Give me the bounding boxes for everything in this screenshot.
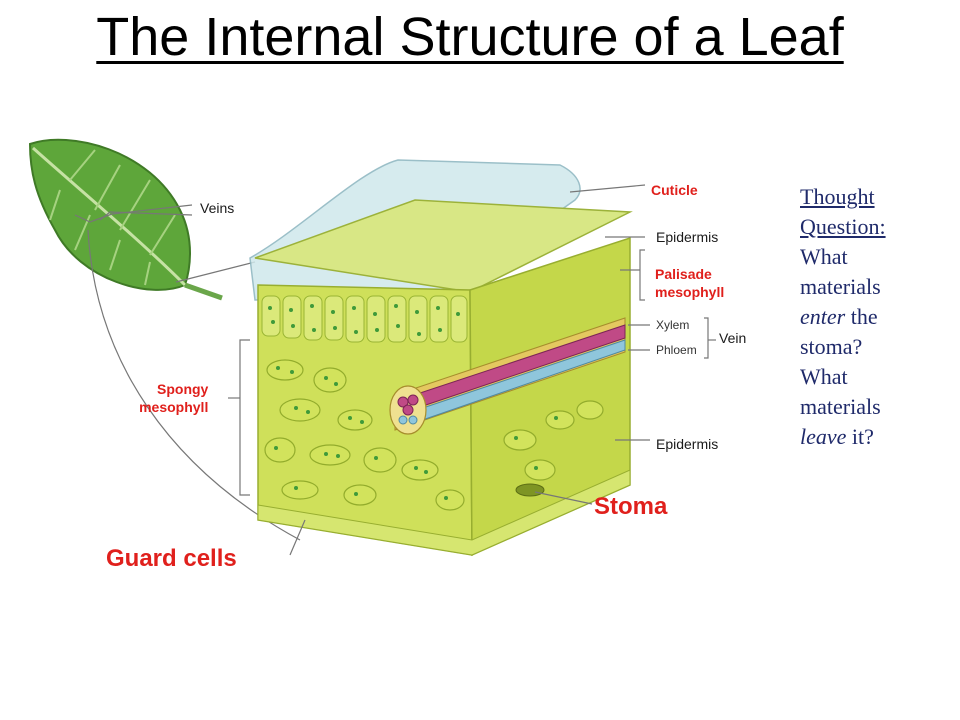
label-xylem: Xylem bbox=[656, 318, 690, 332]
leaf-callout-lines bbox=[74, 204, 301, 541]
label-veins: Veins bbox=[200, 200, 235, 216]
label-phloem: Phloem bbox=[656, 343, 697, 357]
right-callout-lines bbox=[534, 184, 716, 505]
thought-line9: leave it? bbox=[800, 422, 950, 452]
thought-line5-rest: the bbox=[845, 304, 878, 329]
thought-line4: materials bbox=[800, 274, 881, 299]
label-palisade: Palisade mesophyll bbox=[655, 266, 724, 301]
label-cuticle: Cuticle bbox=[651, 182, 698, 198]
thought-line7: What bbox=[800, 364, 848, 389]
thought-line1: Thought bbox=[800, 184, 875, 209]
label-spongy-line1: Spongy bbox=[157, 381, 209, 397]
left-callout-lines bbox=[228, 339, 306, 556]
label-spongy: Spongy mesophyll bbox=[131, 381, 208, 416]
label-epidermis-top: Epidermis bbox=[656, 229, 719, 245]
label-palisade-line2: mesophyll bbox=[655, 283, 725, 300]
vein-bundle bbox=[389, 317, 626, 435]
label-palisade-line1: Palisade bbox=[655, 266, 712, 282]
thought-leave: leave bbox=[800, 424, 847, 449]
thought-enter: enter bbox=[800, 304, 846, 329]
label-spongy-line2: mesophyll bbox=[139, 398, 209, 415]
thought-line3: What bbox=[800, 244, 848, 269]
thought-line6: stoma? bbox=[800, 334, 863, 359]
leaf-block bbox=[249, 159, 633, 557]
label-stoma: Stoma bbox=[594, 493, 668, 520]
thought-line2: Question: bbox=[800, 214, 886, 239]
thought-line9-rest: it? bbox=[846, 424, 874, 449]
thought-question: Thought Question: What materials enter t… bbox=[800, 182, 950, 452]
label-vein: Vein bbox=[719, 330, 747, 346]
label-epidermis-bottom: Epidermis bbox=[656, 436, 719, 452]
thought-line8: materials bbox=[800, 394, 881, 419]
page-title: The Internal Structure of a Leaf bbox=[96, 7, 844, 67]
thought-line5: enter the bbox=[800, 302, 950, 332]
label-guard-cells: Guard cells bbox=[106, 545, 237, 572]
leaf-icon bbox=[28, 138, 223, 301]
